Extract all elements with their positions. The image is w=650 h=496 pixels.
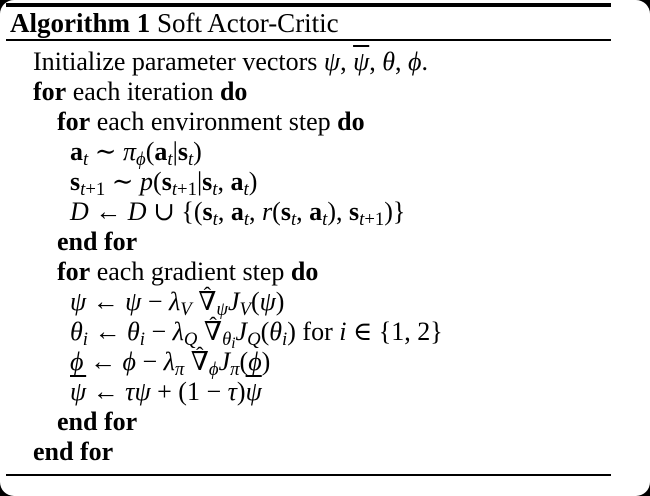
algorithm-line-10: θi ← θi − λQ ˆ∇θiJQ(θi) for i ∈ {1, 2} [70, 311, 443, 352]
algorithm-line-4: at ∼ πϕ(at|st) [70, 137, 202, 171]
algorithm-line-8: for each gradient step do [57, 257, 319, 286]
algorithm-line-9: ψ ← ψ − λV ˆ∇ψJV(ψ) [70, 281, 285, 321]
algorithm-title-name: Soft Actor-Critic [156, 8, 339, 38]
algorithm-line-14: end for [33, 437, 114, 466]
algorithm-title: Algorithm 1 Soft Actor-Critic [6, 7, 611, 39]
algorithm-line-6: D ← D ∪ {(st, at, r(st, at), st+1)} [70, 197, 406, 231]
top-rule [6, 3, 611, 7]
algorithm-box: Algorithm 1 Soft Actor-Critic Initialize… [6, 0, 611, 496]
algorithm-line-11: ϕ ← ϕ − λπ ˆ∇ϕJπ(ϕ) [70, 341, 271, 381]
algorithm-line-3: for each environment step do [57, 107, 365, 136]
bottom-rule [6, 474, 611, 476]
algorithm-line-1: Initialize parameter vectors ψ, ψ, θ, ϕ. [33, 47, 428, 76]
algorithm-line-2: for each iteration do [33, 77, 248, 106]
algorithm-title-label: Algorithm 1 [10, 8, 157, 38]
title-rule [6, 39, 611, 41]
algorithm-line-5: st+1 ∼ p(st+1|st, at) [70, 167, 258, 201]
algorithm-line-13: end for [57, 407, 138, 436]
algorithm-line-7: end for [57, 227, 138, 256]
algorithm-body: Initialize parameter vectors ψ, ψ, θ, ϕ.… [6, 41, 611, 467]
algorithm-line-12: ψ ← τψ + (1 − τ)ψ [70, 377, 262, 406]
